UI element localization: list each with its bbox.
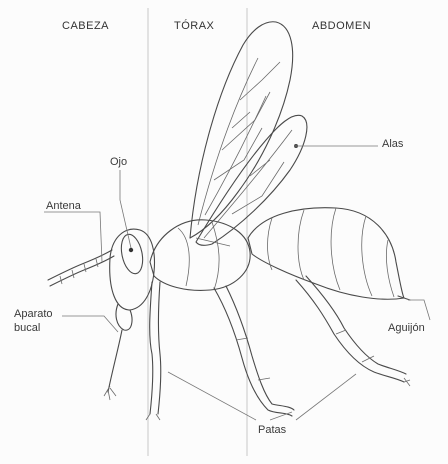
eye-label: Ojo [110,156,127,169]
compound-eye [118,232,146,275]
antenna [48,250,114,286]
legs-label: Patas [258,424,286,437]
leader-lines [44,146,430,420]
stinger-label: Aguijón [388,322,425,335]
eye-dot [129,248,133,252]
legs [146,276,410,420]
wings-label: Alas [382,138,403,151]
abdomen-body [248,208,404,300]
thorax-body [150,220,250,291]
mouthparts-label-line2: bucal [14,322,40,335]
antenna-label: Antena [46,200,81,213]
head-body [104,229,154,400]
mouthparts-label-line1: Aparato [14,308,53,321]
